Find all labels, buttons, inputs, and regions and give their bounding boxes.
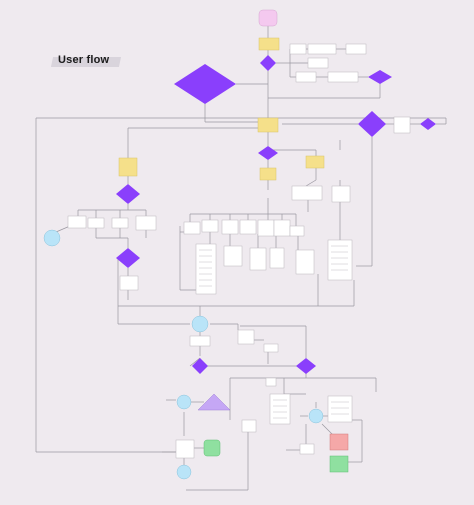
end-node-green-right [329,455,349,473]
box-merge-right-b [263,343,279,353]
box-merge-right [237,329,255,345]
note-start-check [258,37,280,51]
box-menu-f [273,219,291,237]
flow-boxes [67,43,411,459]
box-auth-a [289,43,307,55]
box-menu-e [257,219,275,237]
box-auth-c [345,43,367,55]
box-category-c [111,217,129,229]
decision-notes [118,37,325,181]
box-list-b [223,245,243,267]
diamond-error-check [368,70,392,84]
start-node [258,9,278,27]
box-auth-f [327,71,359,83]
box-list-e [295,249,315,275]
end-node-green-left [203,439,221,457]
box-right-c [327,239,353,281]
diamond-login-check [260,55,276,71]
box-right-b [331,185,351,203]
note-branch-right [305,155,325,169]
box-auth-e [295,71,317,83]
box-submit-result [119,275,139,291]
box-text-lines [199,245,349,419]
diamond-submit-check [116,248,140,268]
box-list-c [249,247,267,271]
warning-triangle [197,393,231,411]
box-category-d [135,215,157,231]
note-branch-middle [259,167,277,181]
connector-lines [35,26,447,491]
box-category-a [67,215,87,229]
box-bottom-small [265,377,277,387]
circle-node-bottom-upper [176,394,192,410]
note-branch-left [118,157,138,177]
box-result-extra [299,443,315,455]
box-menu-c [221,219,239,235]
box-menu-g [289,225,305,237]
diamond-end-check [420,118,436,130]
box-result-left [269,393,291,425]
diamond-category-check [116,184,140,204]
end-node-red [329,433,349,451]
diamond-result-check [296,358,316,374]
circle-node-merge [191,315,209,333]
diamond-options-menu [174,64,236,104]
circle-node-result [308,408,324,424]
box-bottom-center [175,439,195,459]
diamond-confirm-check [192,358,208,374]
box-result-right [327,395,353,423]
diamond-section-select [258,146,278,160]
box-right-a [291,185,323,201]
box-access-detail [393,116,411,134]
box-menu-a [183,221,201,235]
diamond-access-check [358,111,386,137]
circle-node-left [43,229,61,247]
box-merge-detail [189,335,211,347]
diagram-title: User flow [58,54,110,66]
circle-nodes [43,229,324,480]
box-category-b [87,217,105,229]
box-list-d [269,247,285,269]
box-auth-b [307,43,337,55]
box-bottom-detail [241,419,257,433]
decision-diamonds [116,55,436,374]
box-menu-b [201,219,219,233]
note-main-screen [257,117,279,133]
box-auth-d [307,57,329,69]
box-menu-d [239,219,257,235]
box-list-a [195,243,217,295]
circle-node-bottom-lower [176,464,192,480]
